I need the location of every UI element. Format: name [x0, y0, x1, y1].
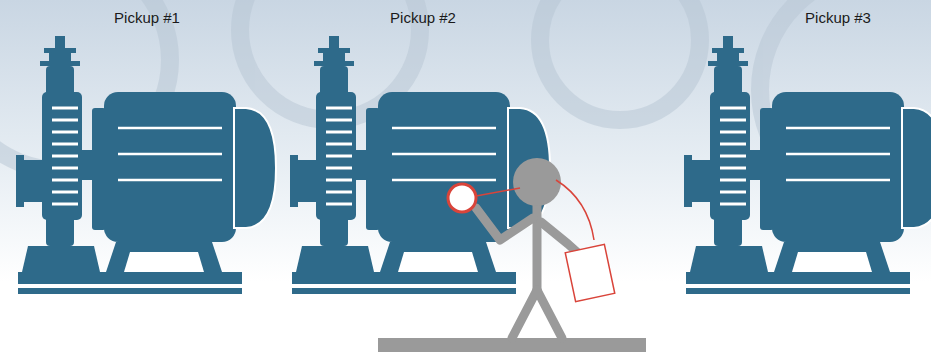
probe-cable [476, 180, 594, 240]
pickup-label: Pickup #1 [114, 9, 180, 26]
pickup-label: Pickup #2 [390, 9, 456, 26]
pickup-label: Pickup #3 [805, 9, 871, 26]
sensor-probe [448, 184, 476, 212]
data-collector [565, 244, 615, 301]
pump-motor [290, 36, 550, 294]
pump-motor [16, 36, 276, 294]
technician [476, 158, 588, 338]
pump-motor [684, 36, 931, 294]
